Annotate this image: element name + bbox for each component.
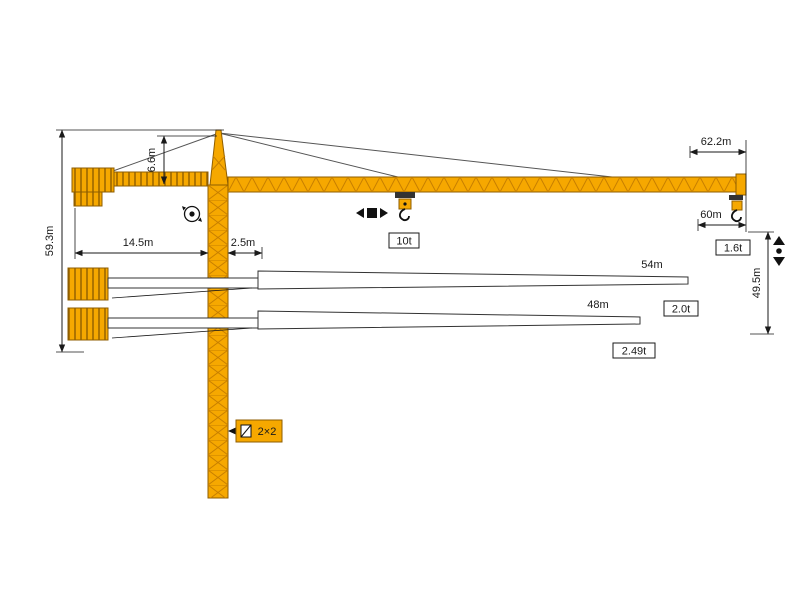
load-box-2-0t: 2.0t <box>663 300 699 317</box>
load-label-1-6t: 1.6t <box>724 243 742 255</box>
dim-counter-jib-label: 14.5m <box>123 237 154 249</box>
dim-hook-height: 49.5m <box>748 231 774 335</box>
hook-icon <box>398 208 410 221</box>
ballast-row-2 <box>67 307 259 341</box>
dim-head-height: 6.6m <box>146 135 217 185</box>
dim-rear-offset-label: 2.5m <box>231 237 255 249</box>
jib-48-label: 48m <box>587 299 608 311</box>
trolley-travel-icon <box>356 208 388 218</box>
tower-apex <box>209 129 229 186</box>
load-box-10t: 10t <box>388 232 420 249</box>
rope-falls-icon <box>240 424 252 438</box>
slewing-rotation-icon <box>182 205 202 223</box>
dim-total-height-label: 59.3m <box>44 226 56 257</box>
load-label-2-0t: 2.0t <box>672 304 690 316</box>
dim-head-height-label: 6.6m <box>146 148 158 172</box>
dim-max-radius-label: 62.2m <box>701 136 732 148</box>
jib-variant-54: 54m <box>257 259 689 290</box>
jib-tip <box>735 173 747 196</box>
jib-variant-48: 48m <box>257 299 641 330</box>
dim-hook-height-label: 49.5m <box>751 268 763 299</box>
counterweight-blocks <box>71 167 115 207</box>
reeving-label: 2×2 <box>258 426 277 438</box>
ballast-row-1 <box>67 267 259 301</box>
dim-max-radius: 62.2m <box>689 136 747 232</box>
dim-radius-60: 60m <box>697 209 747 231</box>
tower-mast <box>207 184 229 499</box>
dim-rear-offset: 2.5m <box>227 237 263 259</box>
dim-counter-jib: 14.5m <box>74 208 209 259</box>
load-box-2-49t: 2.49t <box>612 342 656 359</box>
trolley-hook-assembly <box>395 192 415 221</box>
tip-hook-assembly <box>729 195 743 222</box>
load-label-2-49t: 2.49t <box>622 346 646 358</box>
dim-total-height: 59.3m <box>44 129 224 353</box>
reeving-box: 2×2 <box>228 419 283 443</box>
jib-54-label: 54m <box>641 259 662 271</box>
tip-hook-icon <box>730 209 742 222</box>
main-jib <box>227 176 741 193</box>
load-label-10t: 10t <box>396 236 411 248</box>
dim-radius-60-label: 60m <box>700 209 721 221</box>
counter-jib <box>111 171 209 187</box>
load-box-1-6t: 1.6t <box>715 239 751 256</box>
hoist-up-down-icon <box>773 236 785 266</box>
